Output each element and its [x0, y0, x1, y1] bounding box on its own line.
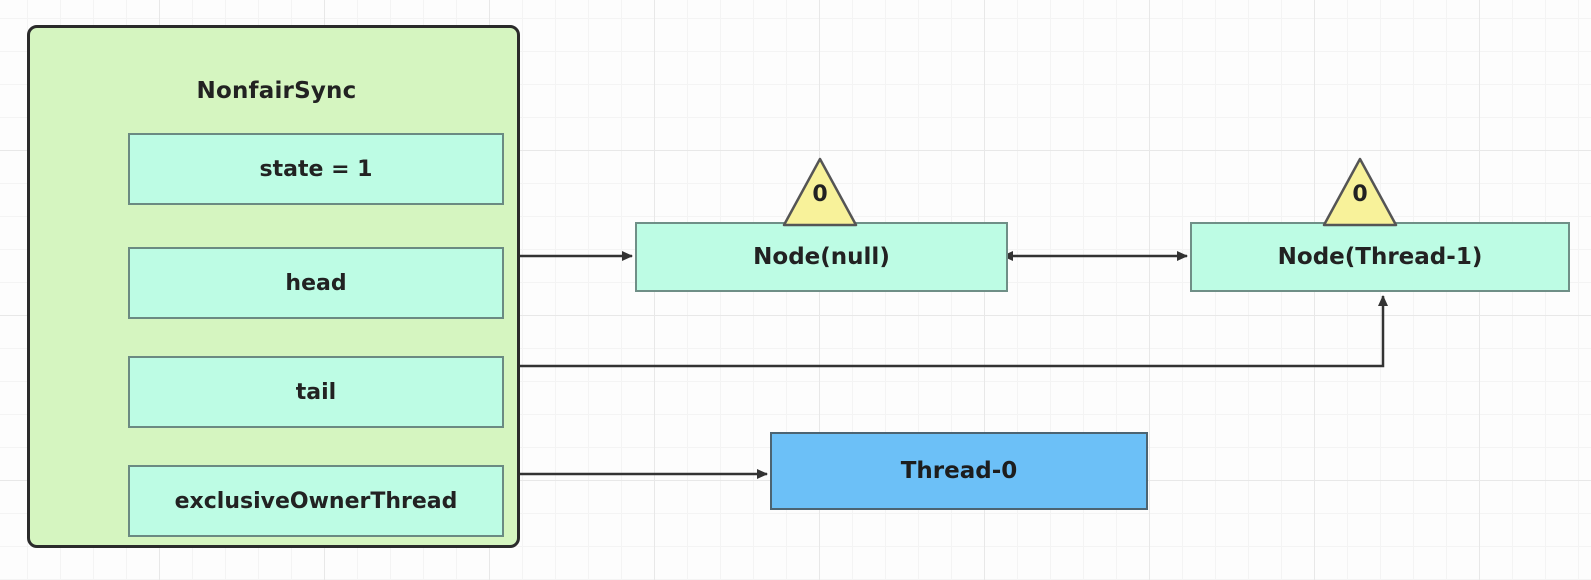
node-null-label: Node(null): [753, 244, 890, 270]
field-head-label: head: [285, 270, 347, 296]
field-exclusive-owner-thread-label: exclusiveOwnerThread: [174, 488, 458, 514]
triangle-icon: [782, 157, 858, 227]
node-null-waitstatus-flag: 0: [782, 156, 858, 228]
node-thread1-waitstatus-flag: 0: [1322, 156, 1398, 228]
field-state-label: state = 1: [259, 156, 373, 182]
nonfairsync-container[interactable]: NonfairSync state = 1 head tail exclusiv…: [27, 25, 520, 548]
node-null-box[interactable]: Node(null): [635, 222, 1008, 292]
node-thread1-label: Node(Thread-1): [1277, 244, 1483, 270]
edge-tail-to-node-thread1: [467, 295, 1388, 371]
field-tail[interactable]: tail: [128, 356, 504, 428]
node-null-waitstatus-value: 0: [812, 182, 828, 207]
thread0-box[interactable]: Thread-0: [770, 432, 1148, 510]
field-exclusive-owner-thread[interactable]: exclusiveOwnerThread: [128, 465, 504, 537]
field-tail-label: tail: [295, 379, 337, 405]
field-state[interactable]: state = 1: [128, 133, 504, 205]
nonfairsync-title: NonfairSync: [196, 78, 357, 104]
field-head[interactable]: head: [128, 247, 504, 319]
node-thread1-box[interactable]: Node(Thread-1): [1190, 222, 1570, 292]
thread0-label: Thread-0: [900, 458, 1018, 484]
triangle-icon: [1322, 157, 1398, 227]
node-thread1-waitstatus-value: 0: [1352, 182, 1368, 207]
